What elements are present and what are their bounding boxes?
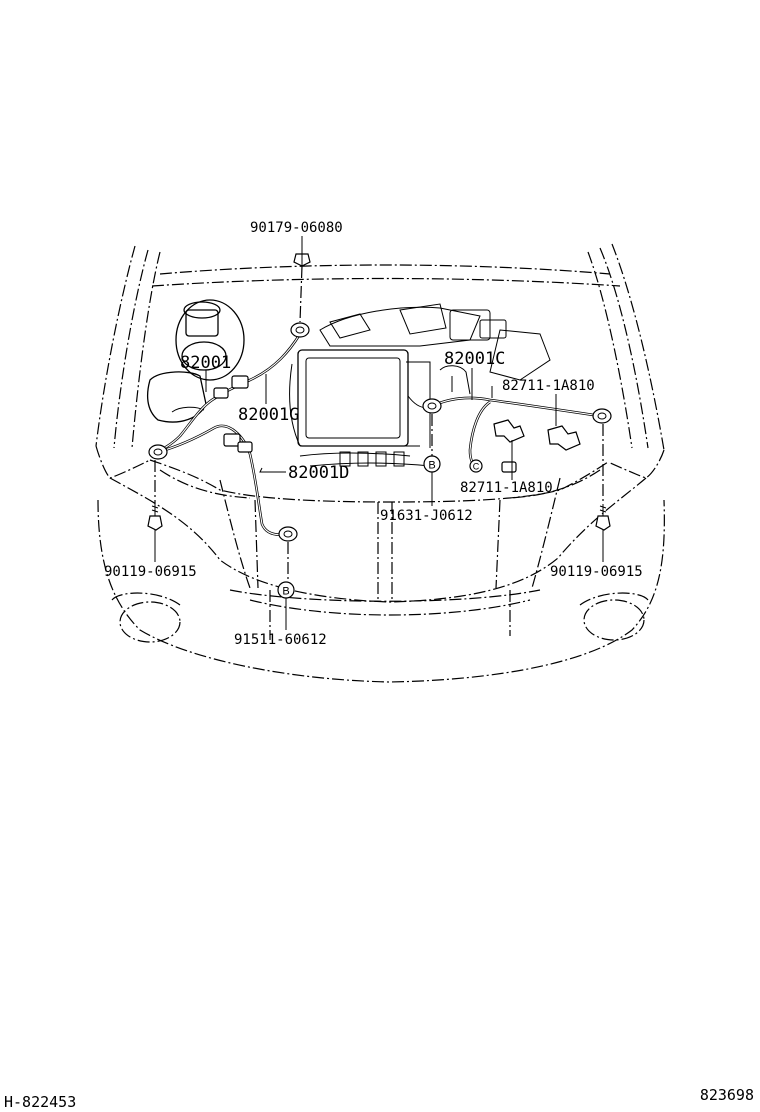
marker-b-lower: B	[277, 581, 295, 599]
label-82001: 82001	[180, 353, 231, 373]
label-90179-06080: 90179-06080	[250, 220, 343, 236]
marker-c-text: C	[473, 462, 480, 472]
label-90119-06915-left: 90119-06915	[104, 564, 197, 580]
part-labels: 90179-06080 82001 82001G 82001C 82711-1A…	[104, 220, 643, 648]
label-91631-J0612: 91631-J0612	[380, 508, 473, 524]
leader-lines	[154, 236, 604, 630]
label-82001C: 82001C	[444, 349, 505, 369]
label-82711-1A810-top: 82711-1A810	[502, 378, 595, 394]
label-82711-1A810-bottom: 82711-1A810	[460, 480, 553, 496]
label-90119-06915-right: 90119-06915	[550, 564, 643, 580]
label-82001G: 82001G	[238, 405, 299, 425]
marker-c: C	[469, 459, 483, 473]
footer-left-code: H-822453	[4, 1093, 76, 1111]
vehicle-body-outline	[95, 243, 665, 683]
footer-right-code: 823698	[700, 1086, 754, 1104]
marker-b-lower-text: B	[282, 586, 289, 598]
marker-b-upper-text: B	[428, 460, 435, 472]
grommets	[148, 322, 612, 542]
marker-b-upper: B	[423, 455, 441, 473]
engine-components	[146, 299, 551, 467]
label-82001D: 82001D	[288, 463, 349, 483]
wiring-harness	[155, 333, 601, 536]
label-91511-60612: 91511-60612	[234, 632, 327, 648]
bolt-icons	[147, 253, 611, 531]
